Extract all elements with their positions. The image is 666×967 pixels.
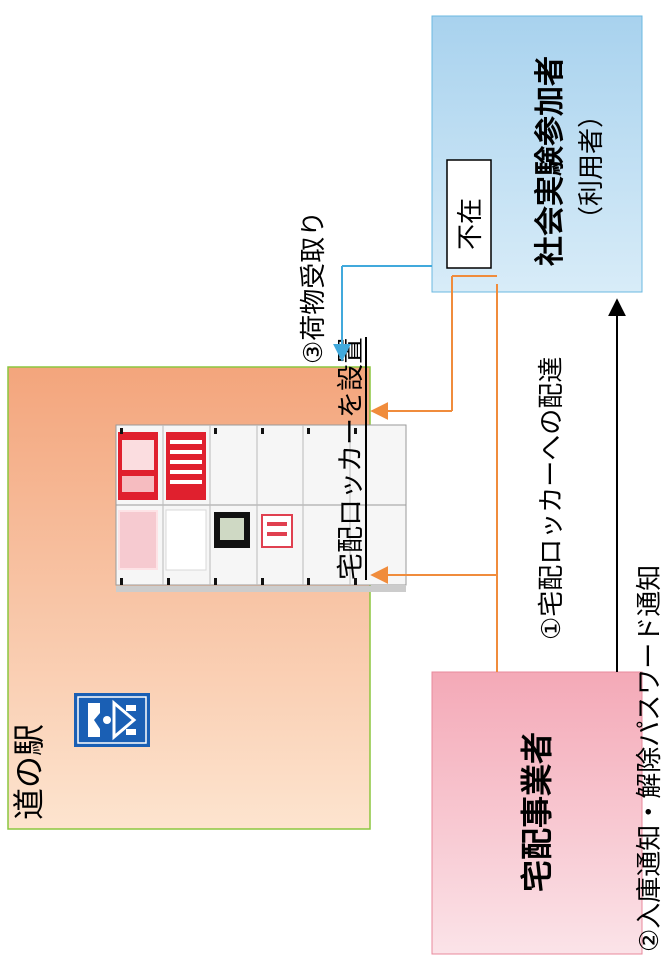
- delivery-flow-label: ①宅配ロッカーへの配達: [537, 357, 567, 640]
- notification-flow-label: ②入庫通知・解除パスワード通知: [635, 565, 665, 952]
- participant-sublabel: （利用者）: [577, 102, 607, 232]
- participant-label: 社会実験参加者: [533, 56, 568, 266]
- pickup-flow-label: ③荷物受取り: [299, 211, 329, 364]
- courier-box: [431, 671, 643, 955]
- delivery-locker-image: [115, 424, 407, 592]
- station-title: 道の駅: [10, 724, 48, 820]
- courier-label: 宅配事業者: [518, 732, 556, 892]
- absent-label-box: [446, 159, 492, 269]
- absent-label: 不在: [456, 198, 486, 250]
- roadside-station-sign-icon: [74, 693, 150, 747]
- locker-caption-group: 宅配ロッカーを設置: [336, 337, 367, 580]
- pickup-flow: [333, 265, 432, 362]
- delivery-flow: [370, 275, 498, 672]
- locker-caption: 宅配ロッカーを設置: [336, 337, 367, 580]
